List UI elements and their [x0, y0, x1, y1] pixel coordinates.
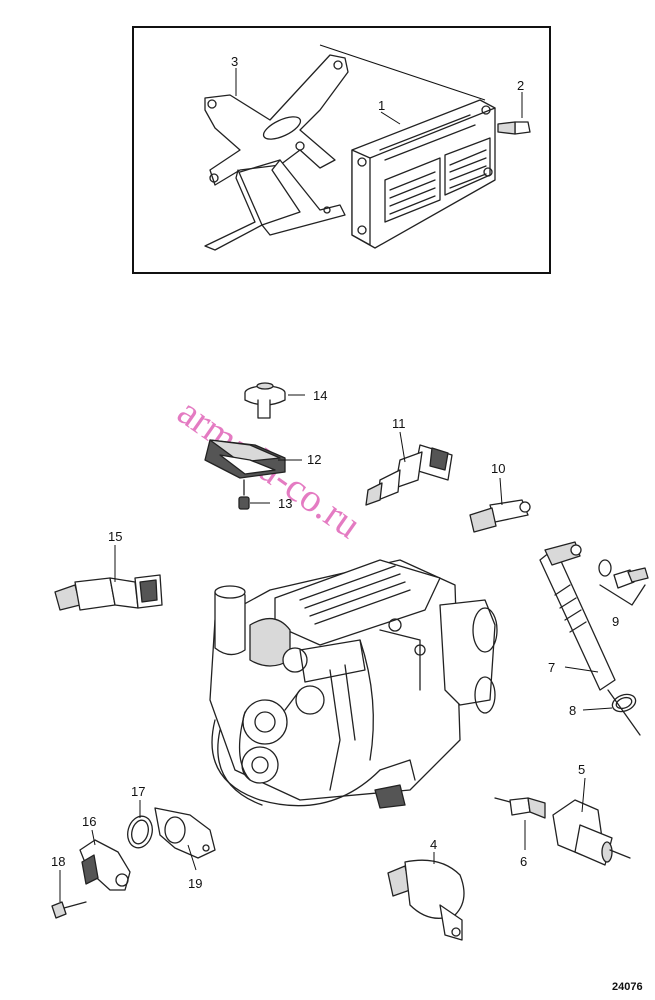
callout-16: 16 — [82, 814, 96, 829]
part-15-sensor — [54, 574, 163, 611]
callout-9: 9 — [612, 614, 619, 629]
callout-2: 2 — [517, 78, 524, 93]
figure-code: 24076 — [612, 981, 643, 993]
callout-4: 4 — [430, 837, 437, 852]
callout-5: 5 — [578, 762, 585, 777]
part-5-sensor — [552, 799, 631, 866]
callout-19: 19 — [188, 876, 202, 891]
part-13-screw — [238, 479, 250, 510]
leader-10 — [499, 477, 503, 506]
leader-11 — [399, 431, 406, 463]
callout-12: 12 — [307, 452, 321, 467]
engine — [209, 559, 498, 809]
callout-11: 11 — [392, 416, 406, 431]
callout-18: 18 — [51, 854, 65, 869]
callout-10: 10 — [491, 461, 505, 476]
callout-17: 17 — [131, 784, 145, 799]
ecu-bolt — [497, 121, 531, 135]
part-19-gasket — [154, 807, 216, 859]
callout-15: 15 — [108, 529, 122, 544]
part-12-sensor — [204, 439, 286, 479]
part-7-sensor — [539, 541, 641, 736]
ecu-inset: 3 1 2 — [132, 26, 551, 274]
inset-frame — [132, 26, 551, 274]
leader-8 — [582, 707, 613, 711]
part-8-oring — [611, 693, 637, 713]
part-14-bolt — [244, 382, 286, 419]
callout-8: 8 — [569, 703, 576, 718]
ecu-module — [351, 99, 496, 249]
part-11-sensor — [365, 444, 453, 506]
part-18-bolt — [51, 901, 87, 919]
part-10-sensor — [469, 499, 531, 533]
part-9-bolt — [598, 559, 649, 606]
leader-1 — [380, 111, 401, 125]
part-6-fitting — [494, 797, 546, 819]
leader-7 — [564, 666, 599, 673]
leader-5 — [581, 777, 586, 813]
part-4-sensor — [387, 859, 465, 941]
leader-1b — [319, 44, 486, 101]
callout-3: 3 — [231, 54, 238, 69]
callout-1: 1 — [378, 98, 385, 113]
callout-7: 7 — [548, 660, 555, 675]
leader-16 — [91, 829, 96, 846]
leader-19 — [187, 844, 197, 871]
callout-13: 13 — [278, 496, 292, 511]
callout-14: 14 — [313, 388, 327, 403]
part-17-oring — [127, 815, 153, 849]
ecu-bracket — [204, 54, 349, 251]
callout-6: 6 — [520, 854, 527, 869]
part-16-sensor — [79, 839, 131, 891]
